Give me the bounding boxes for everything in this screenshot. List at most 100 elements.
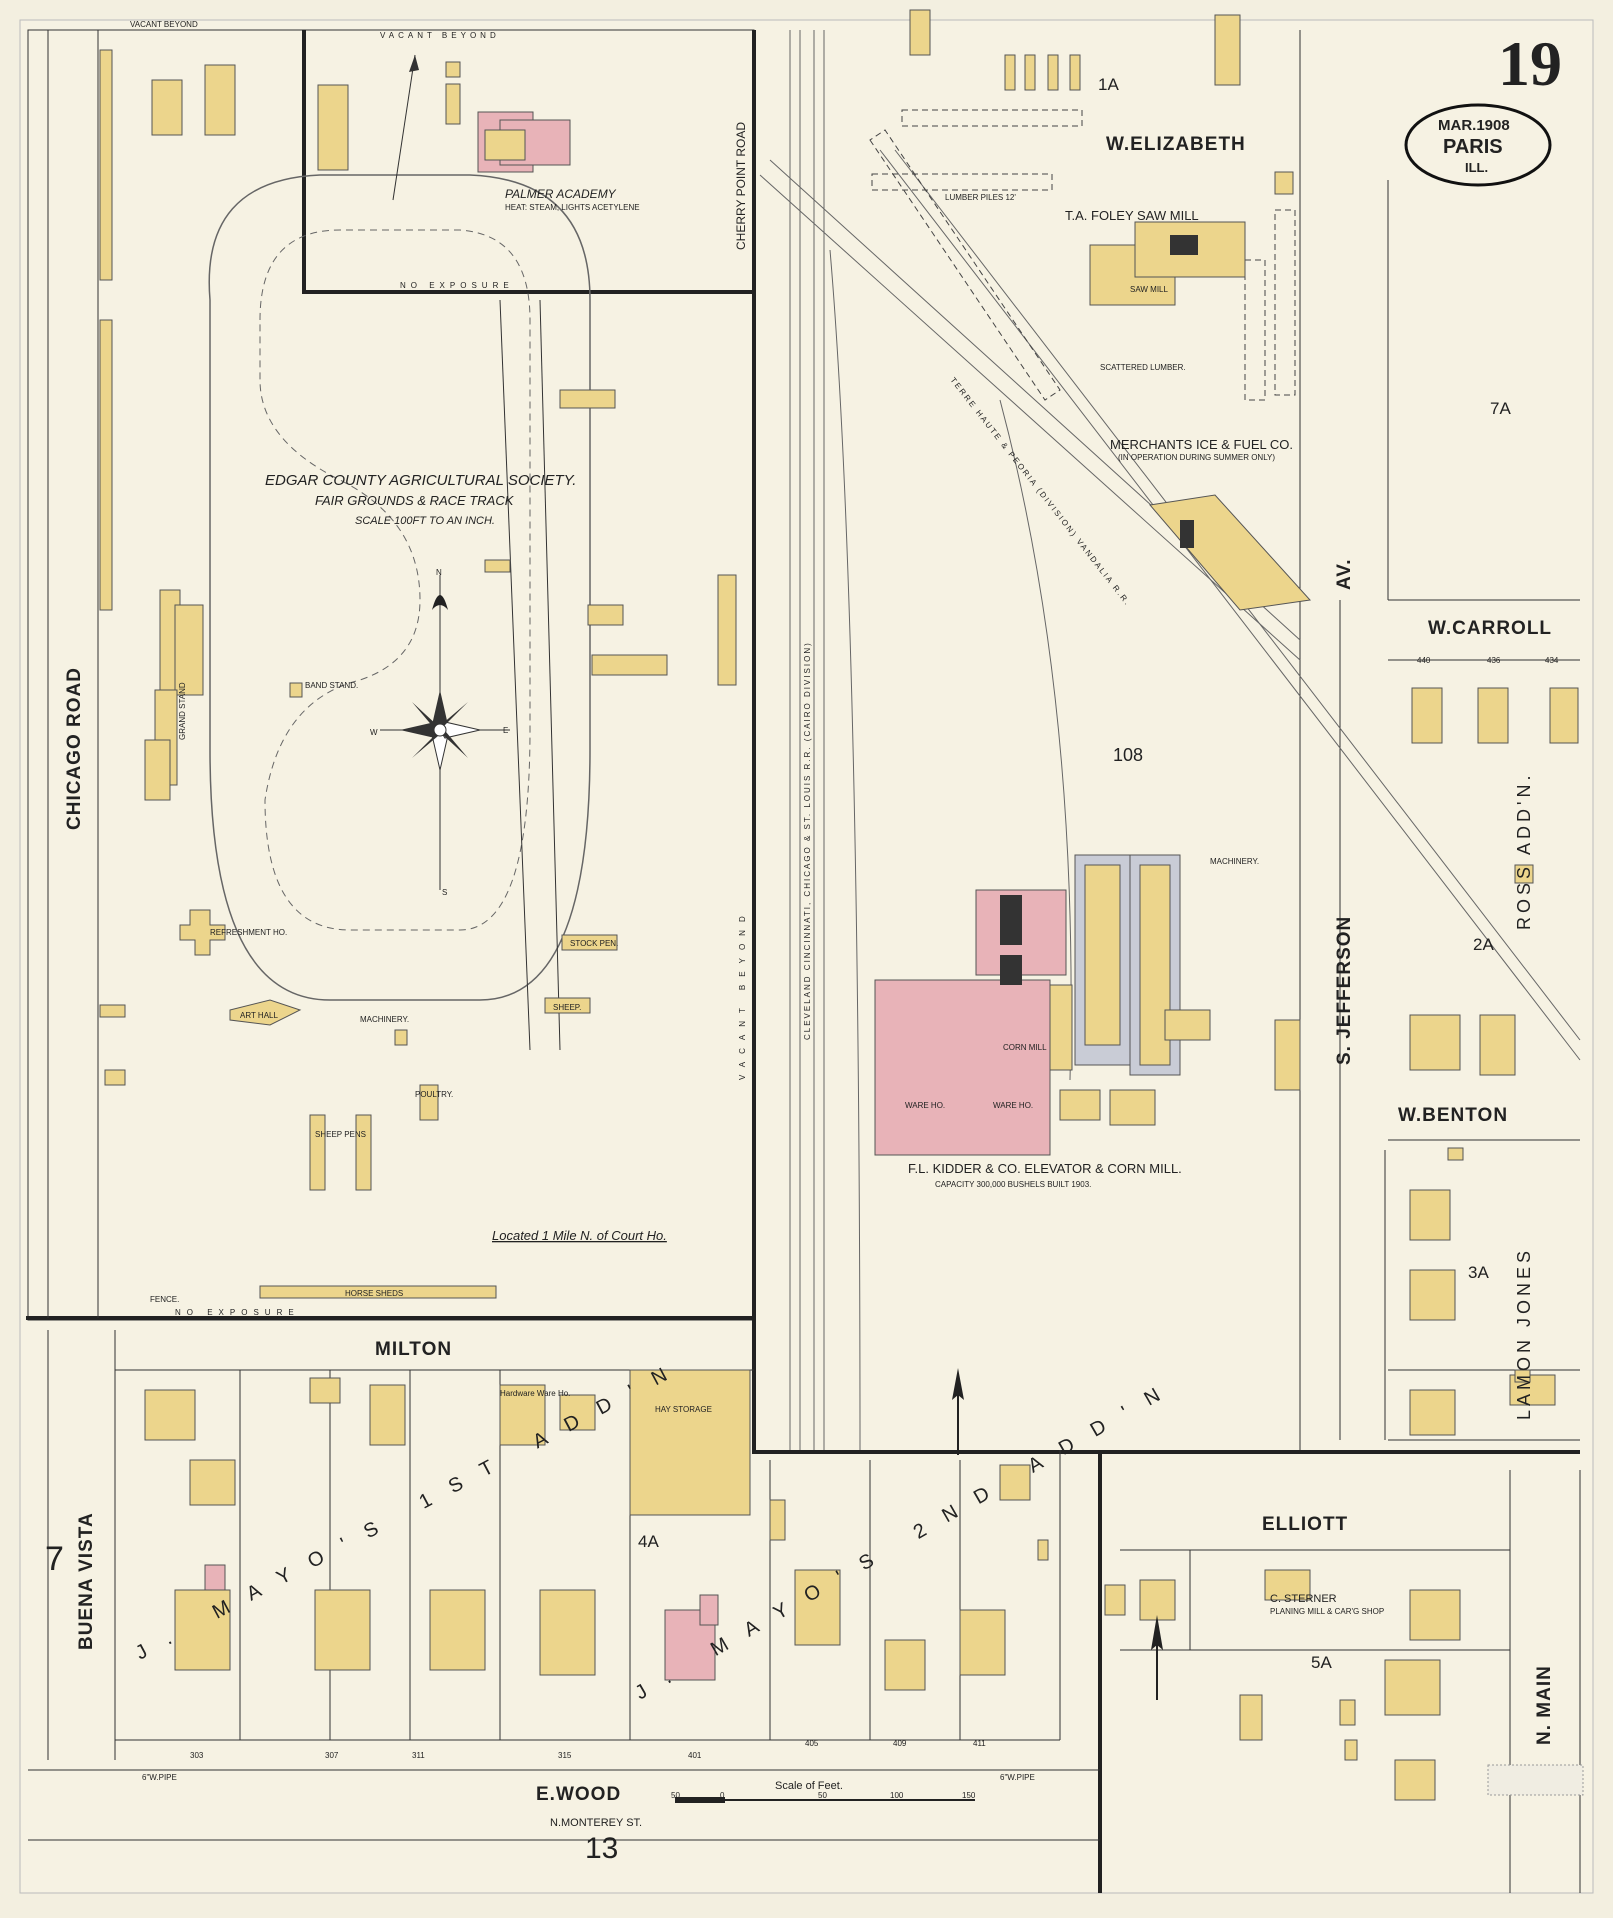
refreshment-label: REFRESHMENT HO. [210,928,287,937]
scattered-lumber-label: SCATTERED LUMBER. [1100,363,1186,372]
stock-pen-label: STOCK PEN. [570,939,618,948]
w-pipe-label: 6"W.PIPE [142,1773,177,1782]
fairgrounds-subtitle: FAIR GROUNDS & RACE TRACK [315,493,515,508]
street-e-wood: E.WOOD [536,1784,621,1805]
sheet-city: PARIS [1443,136,1503,158]
fairgrounds-scale: SCALE 100FT TO AN INCH. [355,515,495,527]
street-n-monterey: N.MONTEREY ST. [550,1817,642,1829]
addition-lamon-jones: LAMON JONES [1514,1247,1534,1420]
fairgrounds-labels: EDGAR COUNTY AGRICULTURAL SOCIETY. FAIR … [130,20,747,1317]
address-411: 411 [973,1739,986,1748]
east-dwellings [1274,687,1579,1436]
warehouse-label-2: WARE HO. [993,1101,1033,1110]
addition-ross: ROSS ADD'N. [1514,772,1534,930]
art-hall-label: ART HALL [240,1011,278,1020]
street-av: AV. [1334,558,1355,590]
address-436: 436 [1487,656,1501,665]
scale-tick: 50 [818,1791,827,1800]
vacant-beyond-label: VACANT BEYOND [130,20,198,29]
svg-text:E: E [503,726,508,735]
horse-sheds-label: HORSE SHEDS [345,1289,403,1298]
address-311: 311 [412,1751,425,1760]
address-405: 405 [805,1739,819,1748]
block-7: 7 [45,1540,64,1578]
street-elliott: ELLIOTT [1262,1514,1348,1535]
block-borders [26,29,1581,1893]
sheep-pens-label: SHEEP PENS [315,1130,366,1139]
fairground-buildings [99,49,737,1299]
scale-bar: Scale of Feet. 50 0 50 100 150 [671,1780,976,1803]
address-409: 409 [893,1739,907,1748]
north-arrow-icon [952,1368,1163,1700]
corn-mill-label: CORN MILL [1003,1043,1047,1052]
machinery-label: MACHINERY. [360,1015,409,1024]
street-w-elizabeth: W.ELIZABETH [1106,134,1246,155]
railroad-label-1: CLEVELAND CINCINNATI, CHICAGO & ST. LOUI… [803,641,812,1040]
lumber-area: LUMBER PILES 12' SCATTERED LUMBER. [869,109,1296,401]
street-chicago-road: CHICAGO ROAD [64,667,85,830]
sheep-label: SHEEP. [553,1003,581,1012]
address-303: 303 [190,1751,204,1760]
street-milton: MILTON [375,1339,452,1360]
fence-label: FENCE. [150,1295,179,1304]
block-numbers: 1A 2A 3A 4A 5A 7A 7 13 303 307 311 315 4… [45,75,1559,1865]
block-1a: 1A [1098,75,1119,94]
sterner-sub-label: PLANING MILL & CAR'G SHOP [1270,1607,1384,1616]
elevator-capacity: CAPACITY 300,000 BUSHELS BUILT 1903. [935,1180,1091,1189]
saw-mill-name: T.A. FOLEY SAW MILL [1065,208,1199,223]
south-dwellings [144,1369,1049,1691]
cherry-point-road: CHERRY POINT ROAD [734,122,748,250]
ice-company: MERCHANTS ICE & FUEL CO. (IN OPERATION D… [1110,437,1312,611]
ice-co-note: (IN OPERATION DURING SUMMER ONLY) [1118,453,1275,462]
saw-mill-building: SAW MILL [1130,285,1168,294]
address-434: 434 [1545,656,1559,665]
sheet-state: ILL. [1465,160,1488,175]
vacant-beyond-east: VACANT BEYOND [738,908,747,1080]
warehouse-label: WARE HO. [905,1101,945,1110]
scale-tick: 150 [962,1791,976,1800]
block-4a: 4A [638,1532,659,1551]
street-w-carroll: W.CARROLL [1428,618,1552,639]
w-pipe-label: 6"W.PIPE [1000,1773,1035,1782]
svg-text:W: W [370,728,378,737]
street-buena-vista: BUENA VISTA [76,1512,97,1650]
ice-co-name: MERCHANTS ICE & FUEL CO. [1110,437,1293,452]
scale-title: Scale of Feet. [775,1780,843,1792]
street-w-benton: W.BENTON [1398,1105,1508,1126]
academy-block: PALMER ACADEMY HEAT: STEAM, LIGHTS ACETY… [317,31,748,290]
address-315: 315 [558,1751,572,1760]
block-3a: 3A [1468,1263,1489,1282]
sheet-title: 19 MAR.1908 PARIS ILL. [1404,28,1562,187]
address-440: 440 [1417,656,1431,665]
academy-name: PALMER ACADEMY [505,187,617,201]
block-13: 13 [585,1832,618,1865]
block-2a: 2A [1473,935,1494,954]
sterner-label: C. STERNER [1270,1593,1337,1605]
block-5a: 5A [1311,1653,1332,1672]
library-stamp [1487,1764,1584,1796]
block-108: 108 [1113,745,1143,765]
svg-text:S: S [442,888,447,897]
compass-icon: N W E S [370,568,510,897]
academy-no-exposure: NO EXPOSURE [400,281,514,290]
machinery-list-label: MACHINERY. [1210,857,1259,866]
fairgrounds-location: Located 1 Mile N. of Court Ho. [492,1228,667,1243]
scale-tick: 50 [671,1791,680,1800]
lumber-piles-label: LUMBER PILES 12' [945,193,1016,202]
street-s-jefferson: S. JEFFERSON [1334,916,1355,1065]
academy-notes: HEAT: STEAM, LIGHTS ACETYLENE [505,203,640,212]
hay-storage-label: HAY STORAGE [655,1405,712,1414]
elliott-buildings: C. STERNER PLANING MILL & CAR'G SHOP [1104,1569,1461,1801]
scale-tick: 0 [720,1791,725,1800]
fairgrounds-title: EDGAR COUNTY AGRICULTURAL SOCIETY. [265,472,576,489]
elevator-name: F.L. KIDDER & CO. ELEVATOR & CORN MILL. [908,1161,1182,1176]
sheet-number: 19 [1498,28,1562,99]
sheet-date: MAR.1908 [1438,117,1510,134]
svg-text:N: N [436,568,442,577]
address-307: 307 [325,1751,339,1760]
hardware-label: Hardware Ware Ho. [500,1389,570,1398]
race-track [208,174,591,1051]
band-stand-label: BAND STAND. [305,681,358,690]
saw-mill: T.A. FOLEY SAW MILL SAW MILL [909,9,1294,306]
